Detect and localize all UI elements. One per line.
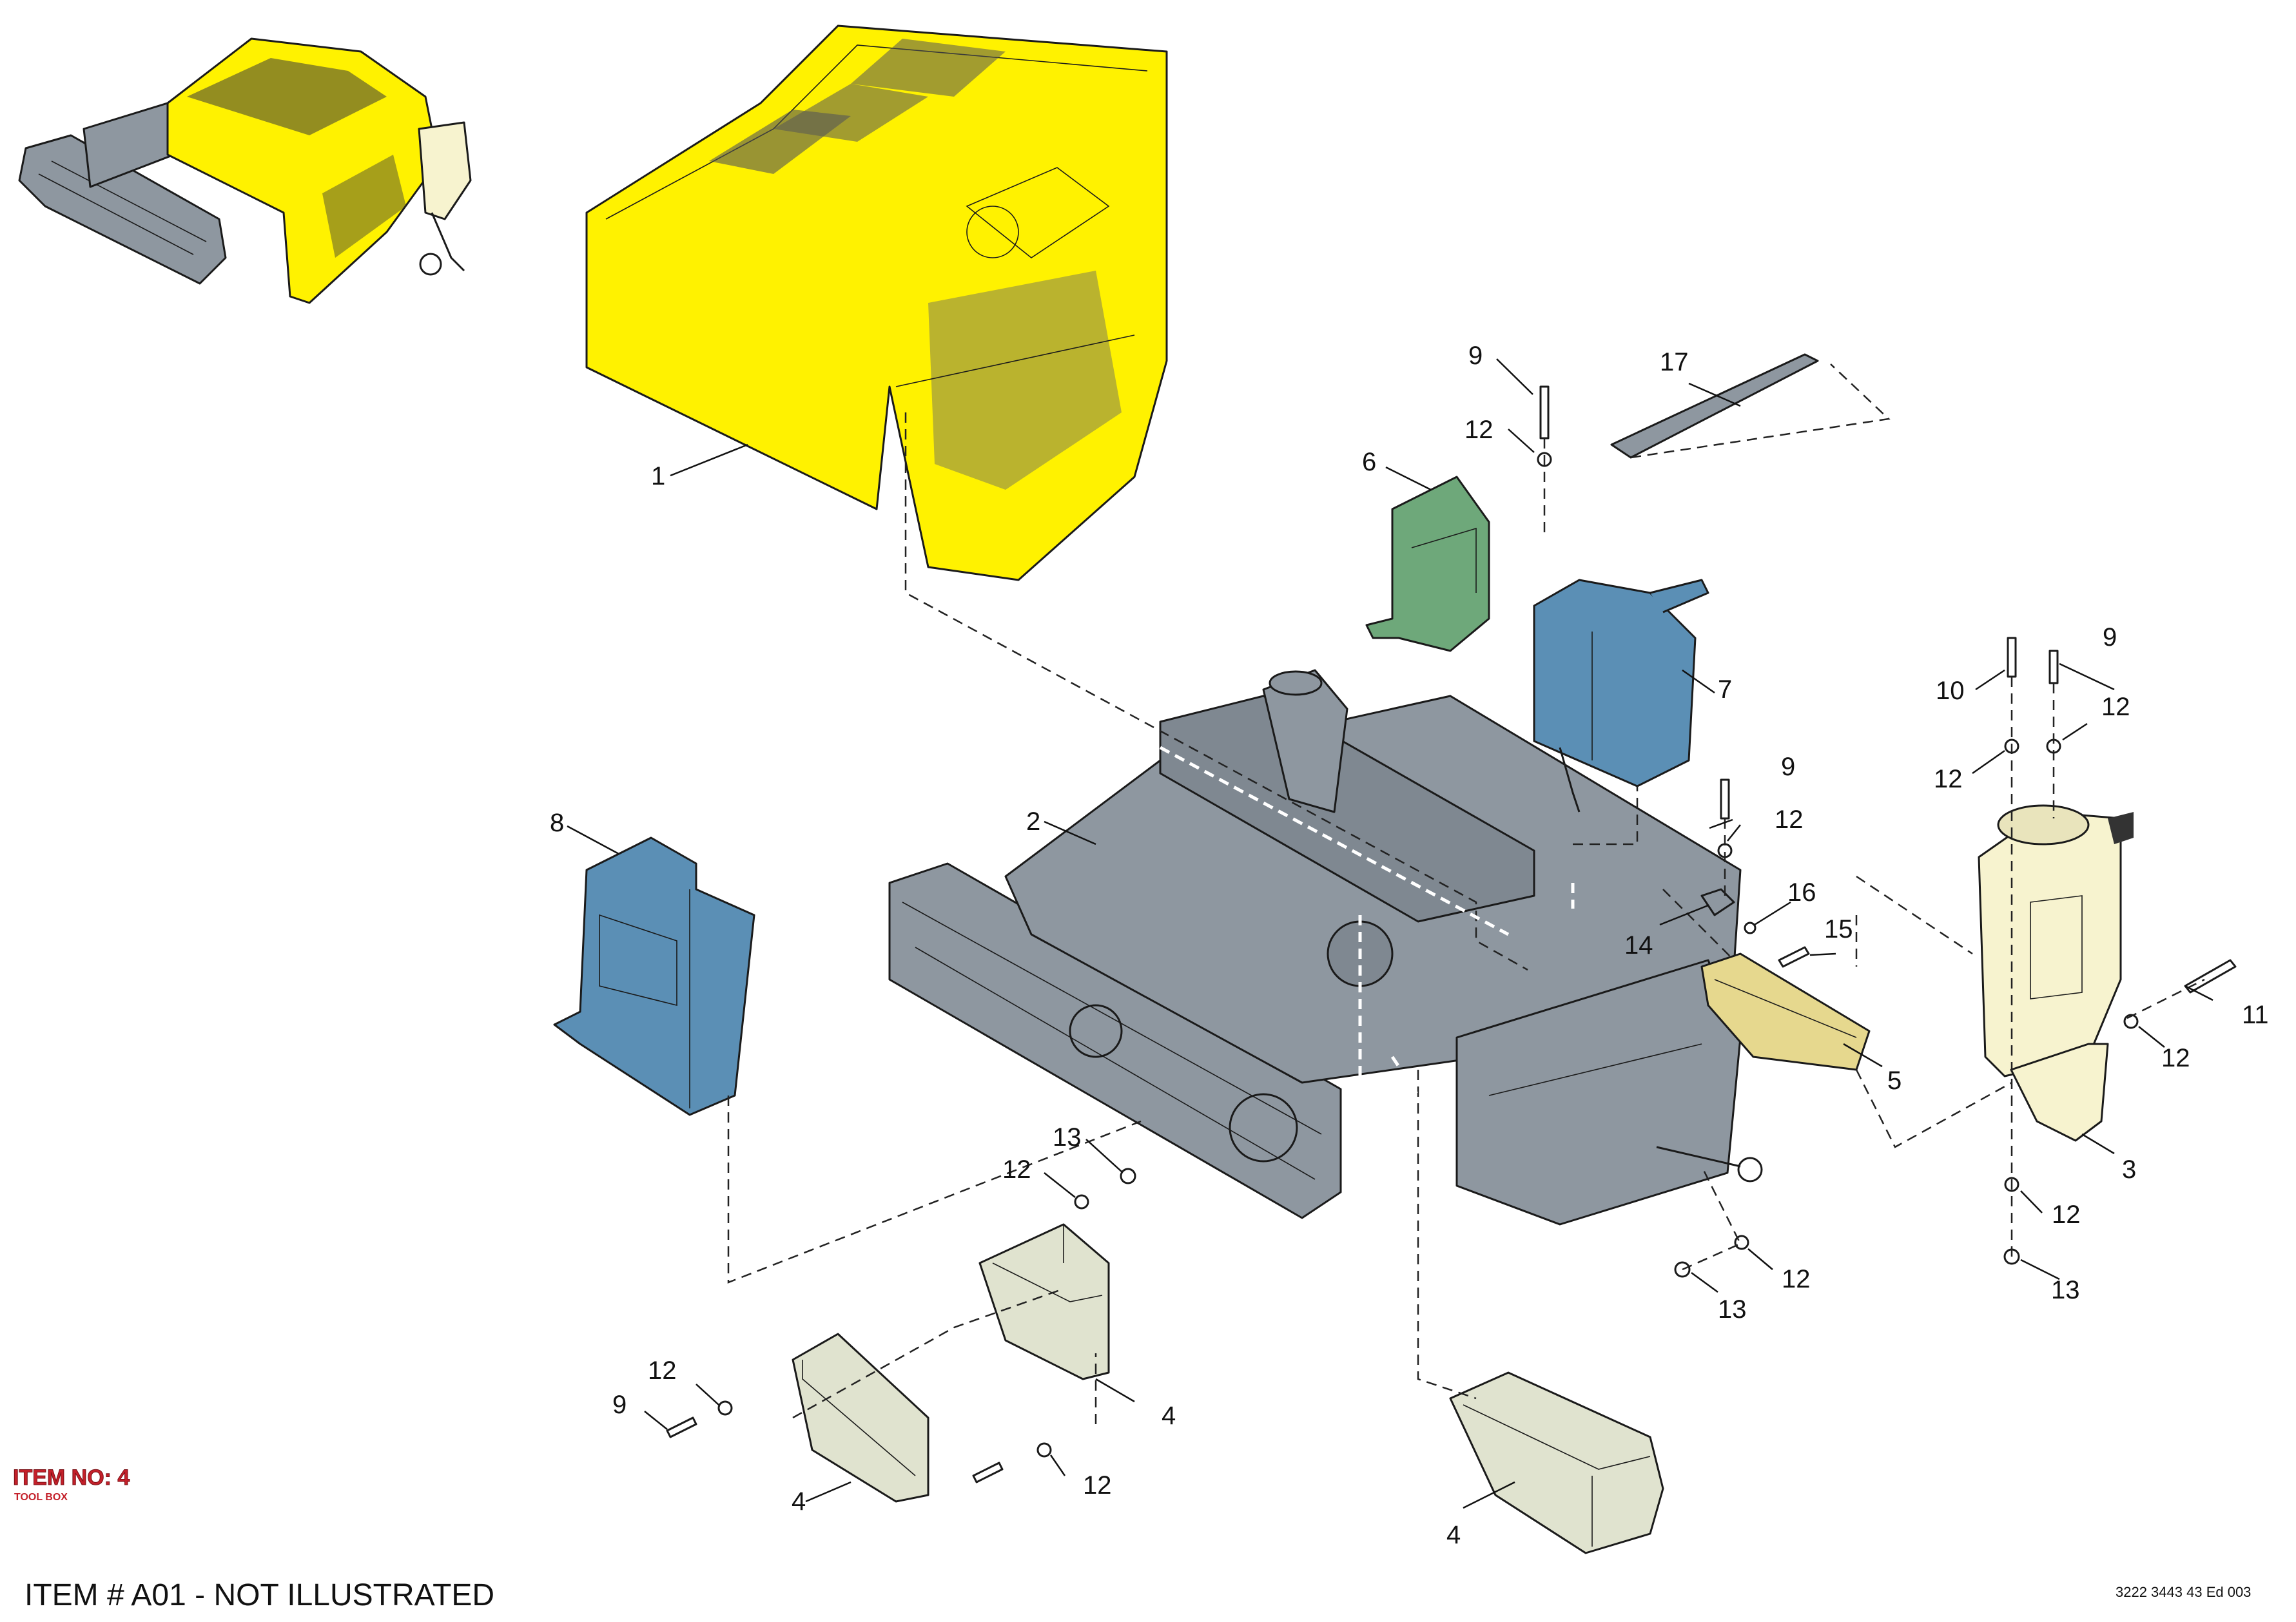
callout-7: 7 — [1718, 675, 1732, 704]
item-sublabel: TOOL BOX — [14, 1492, 68, 1503]
callout-1: 1 — [651, 462, 665, 490]
bolt-9-top — [1539, 385, 1550, 439]
callout-12-mast-right: 12 — [2101, 693, 2130, 721]
callout-8: 8 — [550, 809, 564, 837]
callout-12-mast-left: 12 — [1934, 765, 1963, 793]
callout-12-box-left: 12 — [648, 1356, 677, 1385]
callout-4-left: 4 — [792, 1487, 806, 1516]
plate-part-17 — [1610, 353, 1819, 459]
bolt-11 — [2184, 959, 2237, 994]
electrical-cabinet-part-7 — [1533, 579, 1709, 813]
callouts: 1 2 3 4 4 4 5 6 7 8 9 9 9 9 10 11 12 12 … — [550, 342, 2269, 1549]
callout-13-hitch: 13 — [1718, 1295, 1747, 1324]
thumbnail-mast — [418, 121, 472, 220]
assembly-lines — [727, 363, 2205, 1424]
bolt-9-bottom — [666, 1416, 697, 1438]
callout-16: 16 — [1787, 878, 1816, 907]
callout-12-side: 12 — [2161, 1044, 2190, 1072]
clip-part-14 — [1700, 888, 1735, 916]
callout-10: 10 — [1936, 677, 1965, 705]
callout-9-top: 9 — [1468, 342, 1483, 370]
washer-12 — [717, 1400, 733, 1416]
callout-12-hitch: 12 — [1782, 1265, 1811, 1293]
callout-6: 6 — [1362, 448, 1376, 476]
leader-lines — [567, 358, 2213, 1509]
tool-box-part-4-right — [1449, 1371, 1664, 1554]
mounting-plate-part-6 — [1365, 476, 1490, 652]
not-illustrated-note: ITEM # A01 - NOT ILLUSTRATED — [24, 1578, 495, 1612]
bolt-9-right — [2048, 650, 2059, 684]
callout-15: 15 — [1824, 915, 1853, 943]
callout-9-bottom: 9 — [612, 1391, 627, 1419]
callout-12-track: 12 — [1002, 1155, 1031, 1184]
callout-9-center: 9 — [1781, 753, 1795, 781]
callout-4-right: 4 — [1446, 1521, 1461, 1549]
bolt-9-center — [1720, 778, 1730, 820]
machine-overview-thumbnail — [18, 37, 472, 304]
document-reference: 3222 3443 43 Ed 003 — [2116, 1584, 2252, 1600]
fasteners — [666, 385, 2237, 1483]
callout-11: 11 — [2242, 1001, 2269, 1029]
tool-box-part-4-left — [792, 1333, 929, 1503]
electrical-cabinet-part-8 — [553, 836, 755, 1116]
callout-13-track: 13 — [1053, 1123, 1082, 1152]
callout-4-middle: 4 — [1162, 1402, 1176, 1430]
bolt-10 — [2007, 637, 2017, 678]
tool-box-part-4-middle — [978, 1223, 1110, 1380]
nut-13 — [1120, 1168, 1136, 1184]
callout-12-top: 12 — [1464, 416, 1493, 444]
callout-17: 17 — [1660, 348, 1689, 376]
canopy-part-1 — [585, 24, 1168, 581]
callout-14: 14 — [1624, 931, 1653, 960]
callout-13-mast: 13 — [2051, 1276, 2080, 1304]
bolt-12-bottom — [972, 1462, 1004, 1483]
washer-12 — [1074, 1194, 1089, 1210]
callout-12-center: 12 — [1775, 806, 1804, 834]
washer-12 — [1036, 1442, 1052, 1458]
item-label: ITEM NO: 4 — [12, 1465, 130, 1490]
bolt-15 — [1778, 946, 1810, 968]
callout-9-right: 9 — [2103, 623, 2117, 652]
callout-3: 3 — [2122, 1155, 2136, 1184]
callout-5: 5 — [1887, 1067, 1902, 1095]
callout-2: 2 — [1026, 807, 1040, 836]
callout-12-box-bottom: 12 — [1083, 1471, 1112, 1500]
washer-16 — [1744, 922, 1756, 934]
callout-12-mast-bottom: 12 — [2052, 1201, 2081, 1229]
mast-part-3 — [1978, 804, 2134, 1142]
chassis-part-2 — [888, 669, 1763, 1226]
